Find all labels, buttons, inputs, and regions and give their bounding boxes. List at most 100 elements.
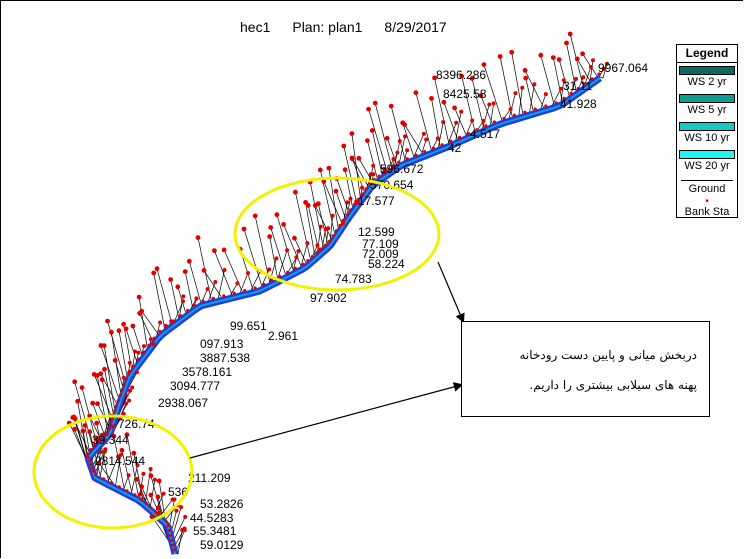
bank-station-point (558, 86, 563, 91)
bank-station-point (183, 514, 188, 519)
bank-station-point (155, 494, 161, 500)
bank-station-point (134, 370, 139, 375)
bank-station-point (235, 281, 240, 286)
legend-ground-line (681, 180, 733, 181)
bank-station-point (133, 493, 137, 497)
bank-station-point (147, 343, 151, 347)
bank-station-point (98, 371, 104, 377)
bank-station-point (70, 415, 76, 420)
bank-station-point (127, 371, 131, 375)
bank-station-point (148, 492, 154, 498)
bank-station-point (274, 256, 279, 261)
bank-station-point (181, 294, 186, 299)
station-label: 12.599 (358, 225, 395, 239)
bank-station-point (221, 247, 227, 253)
note-line-1: دربخش میانی و پایین دست رودخانه (519, 348, 698, 362)
bank-station-point (588, 65, 593, 69)
bank-station-point (306, 259, 310, 263)
bank-station-point (201, 299, 205, 303)
bank-station-point (113, 408, 117, 412)
bank-station-point (101, 477, 106, 481)
bank-station-point (175, 284, 181, 290)
bank-station-point (91, 372, 97, 377)
bank-station-point (368, 182, 372, 186)
bank-station-point (102, 438, 107, 443)
bank-station-point (369, 128, 375, 133)
station-labels: 9967.0648396.2868425.5831.1141.9284.5174… (92, 61, 648, 552)
bank-station-point (168, 533, 172, 538)
station-label: 9967.064 (598, 61, 648, 75)
legend-swatch-4 (679, 150, 735, 159)
bank-station-point (312, 203, 318, 208)
legend-label-1: WS 2 yr (687, 76, 727, 88)
bank-station-point (424, 137, 429, 142)
bank-station-point (475, 128, 479, 132)
bank-station-point (72, 426, 77, 432)
bank-station-point (116, 328, 122, 334)
legend-bank-dot: • (705, 196, 709, 207)
bank-station-point (232, 291, 236, 295)
bank-station-point (395, 150, 400, 155)
bank-station-point (124, 432, 130, 438)
bank-station-point (87, 429, 93, 435)
bank-station-point (292, 235, 297, 241)
bank-station-point (243, 289, 247, 293)
bank-station-point (154, 510, 158, 514)
bank-station-point (166, 524, 170, 528)
bank-station-point (441, 99, 447, 105)
station-label: 097.913 (200, 337, 244, 351)
legend-swatch-3 (679, 122, 735, 131)
bank-station-point (576, 87, 580, 91)
bank-station-point (107, 427, 111, 431)
bank-station-point (154, 266, 160, 272)
bank-station-point (267, 267, 272, 272)
bank-station-point (423, 150, 427, 154)
bank-station-point (152, 477, 157, 482)
station-label: 77.109 (362, 237, 399, 251)
station-label: 99.651 (230, 319, 267, 333)
bank-station-point (402, 122, 407, 127)
bank-station-point (356, 155, 362, 161)
station-label: 44.5283 (190, 511, 234, 525)
bank-station-point (491, 101, 496, 106)
station-label: 97.902 (310, 291, 347, 305)
bank-station-point (330, 213, 335, 218)
bank-station-point (99, 377, 105, 383)
bank-station-point (93, 436, 98, 441)
bank-station-point (169, 319, 174, 324)
bank-station-point (109, 481, 113, 485)
bank-station-point (440, 143, 444, 147)
bank-station-point (122, 382, 127, 386)
bank-station-point (387, 167, 391, 171)
bank-station-point (384, 135, 390, 141)
station-label: 2938.067 (158, 396, 208, 410)
bank-station-point (174, 508, 179, 513)
bank-station-point (544, 104, 548, 108)
bank-station-point (315, 251, 319, 255)
bank-station-point (170, 497, 175, 502)
bank-station-point (431, 146, 435, 150)
bank-station-point (349, 131, 355, 137)
bank-station-point (135, 463, 140, 468)
bank-station-point (179, 314, 183, 318)
bank-station-point (211, 296, 215, 300)
bank-station-point (93, 443, 97, 447)
bank-station-point (360, 192, 364, 196)
bank-station-point (326, 165, 332, 171)
bank-station-point (134, 476, 140, 482)
bank-station-point (136, 350, 141, 355)
bank-station-point (285, 248, 290, 253)
bank-station-point (158, 329, 162, 333)
legend-title: Legend (677, 45, 737, 63)
bank-station-point (110, 417, 114, 422)
bank-station-point (109, 422, 113, 426)
bank-station-point (321, 179, 327, 184)
bank-station-point (591, 58, 595, 63)
bank-station-point (149, 514, 155, 520)
legend-label-6: Bank Sta (684, 206, 730, 218)
bank-station-point (305, 241, 310, 246)
bank-station-point (492, 120, 496, 124)
bank-station-point (397, 160, 401, 164)
bank-station-point (161, 491, 166, 496)
